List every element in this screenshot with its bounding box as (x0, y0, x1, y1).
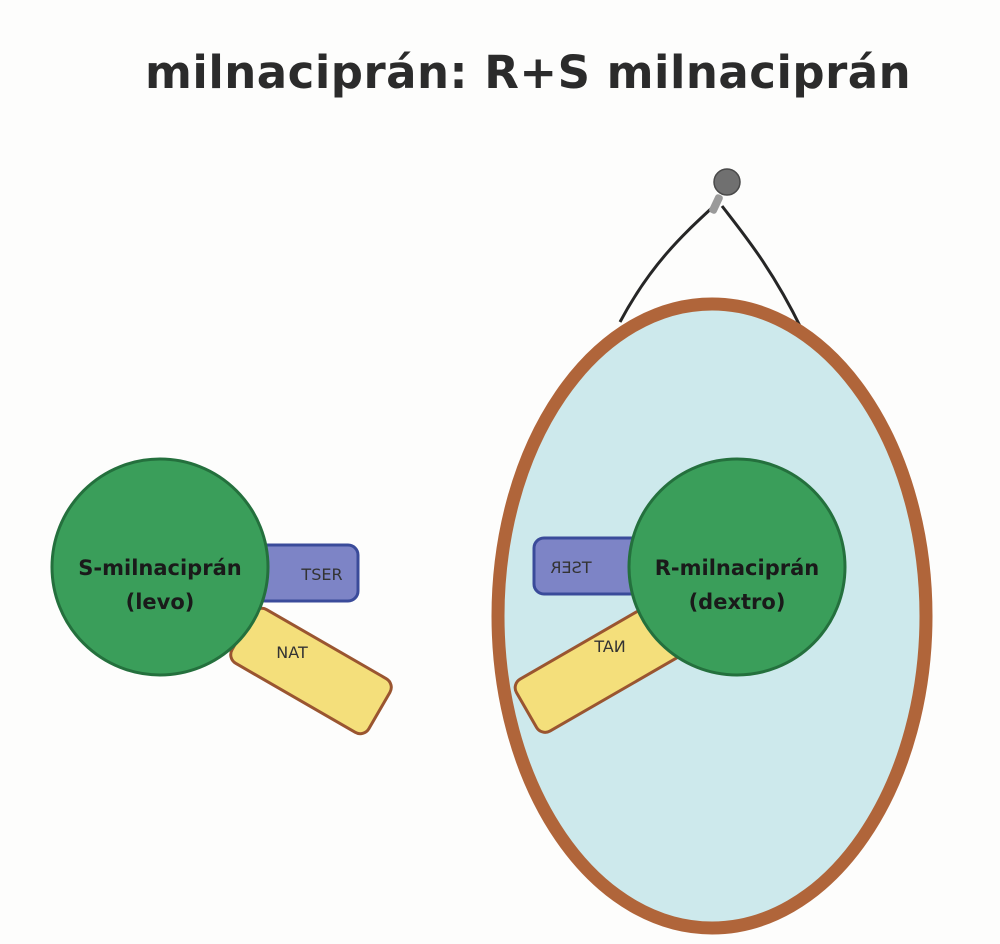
tser-label-left: TSER (300, 565, 342, 584)
s-milnacipran-molecule: NAT TSER S-milnaciprán (levo) (50, 457, 393, 736)
nail-icon (713, 168, 741, 196)
tser-bar-mirror: TSER (532, 536, 644, 596)
nat-label-mirror: NAT (594, 637, 626, 656)
s-milnacipran-name: S-milnaciprán (78, 556, 241, 580)
r-milnacipran-name: R-milnaciprán (655, 556, 819, 580)
s-milnacipran-form: (levo) (126, 590, 195, 614)
s-milnacipran-circle (50, 457, 270, 677)
tser-label-mirror: TSER (550, 558, 592, 577)
nat-label-left: NAT (276, 643, 308, 662)
tser-bar-left: TSER (253, 543, 360, 603)
r-milnacipran-form: (dextro) (689, 590, 786, 614)
r-milnacipran-circle (627, 457, 847, 677)
mirror-hanger (618, 168, 804, 331)
page-title: milnaciprán: R+S milnaciprán (145, 46, 912, 99)
r-milnacipran-molecule: NAT TSER R-milnaciprán (dextro) (513, 457, 847, 734)
